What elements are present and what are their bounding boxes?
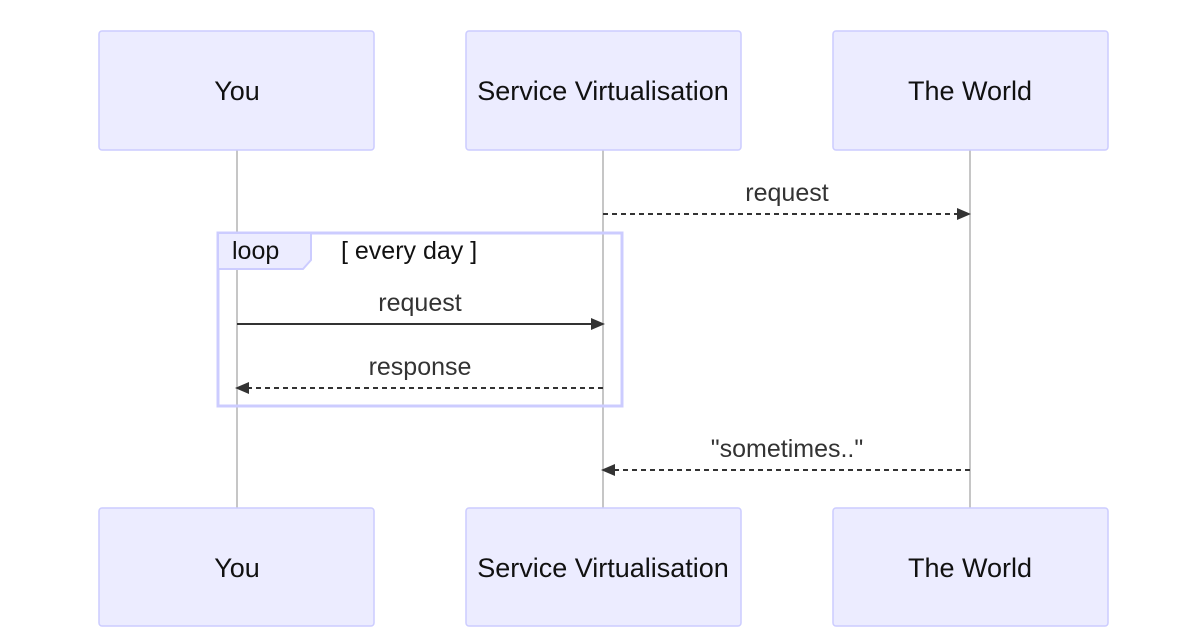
arrowhead-left xyxy=(235,382,249,394)
actor-bottom-the-world-label: The World xyxy=(908,553,1032,583)
actor-bottom-service-virtualisation-label: Service Virtualisation xyxy=(477,553,729,583)
loop-tab xyxy=(217,232,312,270)
actor-top-service-virtualisation-label: Service Virtualisation xyxy=(477,76,729,106)
actor-bottom-the-world: The World xyxy=(832,507,1109,627)
actor-bottom-service-virtualisation: Service Virtualisation xyxy=(465,507,742,627)
loop-condition: [ every day ] xyxy=(341,237,477,265)
message-sv-to-you-response: response xyxy=(235,353,603,394)
actor-bottom-you: You xyxy=(98,507,375,627)
actor-top-the-world: The World xyxy=(832,30,1109,151)
message-world-to-sv-sometimes: "sometimes.." xyxy=(601,435,970,476)
arrowhead-left xyxy=(601,464,615,476)
actor-bottom-you-label: You xyxy=(214,553,260,583)
message-label: response xyxy=(369,353,472,381)
message-you-to-sv-request: request xyxy=(237,289,605,330)
actor-top-the-world-label: The World xyxy=(908,76,1032,106)
actor-top-you-label: You xyxy=(214,76,260,106)
message-sv-to-world-request: request xyxy=(603,179,971,220)
arrowhead-right xyxy=(957,208,971,220)
loop-frame: loop [ every day ] xyxy=(216,231,624,408)
message-label: request xyxy=(745,179,828,207)
loop-keyword: loop xyxy=(232,237,279,265)
message-label: "sometimes.." xyxy=(711,435,864,463)
arrowhead-right xyxy=(591,318,605,330)
actor-top-service-virtualisation: Service Virtualisation xyxy=(465,30,742,151)
actor-top-you: You xyxy=(98,30,375,151)
loop-border xyxy=(216,231,624,408)
message-label: request xyxy=(378,289,461,317)
